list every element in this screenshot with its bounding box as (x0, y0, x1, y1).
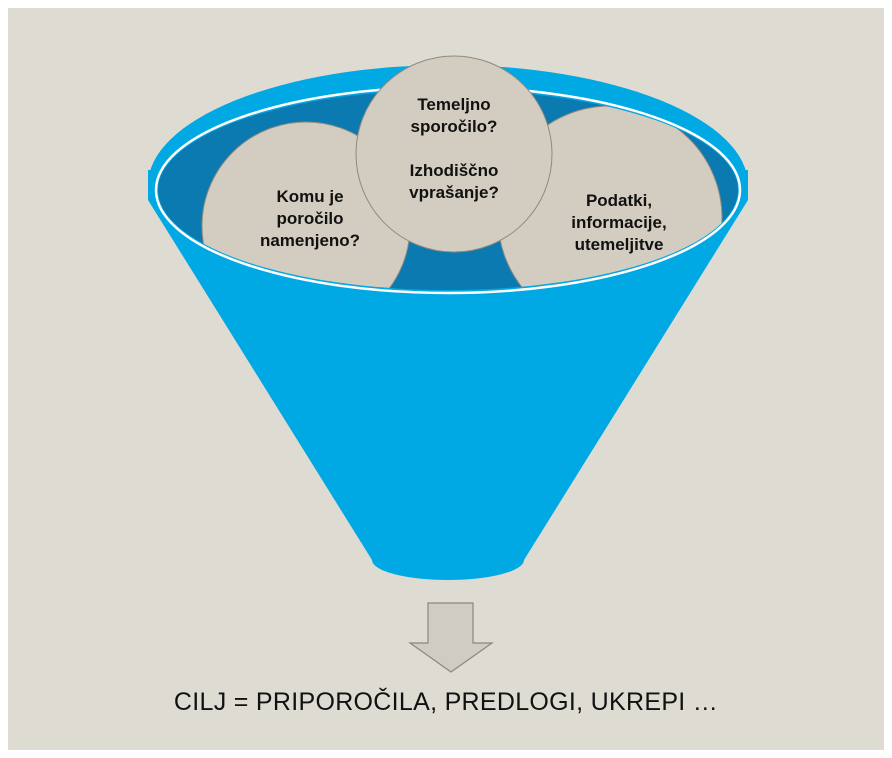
goal-statement: CILJ = PRIPOROČILA, PREDLOGI, UKREPI … (173, 688, 719, 716)
bubble-left-text: Komu je poročilo namenjeno? (259, 187, 361, 250)
down-arrow-icon (408, 602, 494, 673)
bubble-center-text: Temeljno sporočilo? Izhodiščno vprašanje… (409, 95, 499, 202)
bubble-center (355, 55, 553, 253)
bubble-right-text: Podatki, informacije, utemeljitve (571, 191, 667, 254)
funnel-spout (372, 540, 524, 580)
